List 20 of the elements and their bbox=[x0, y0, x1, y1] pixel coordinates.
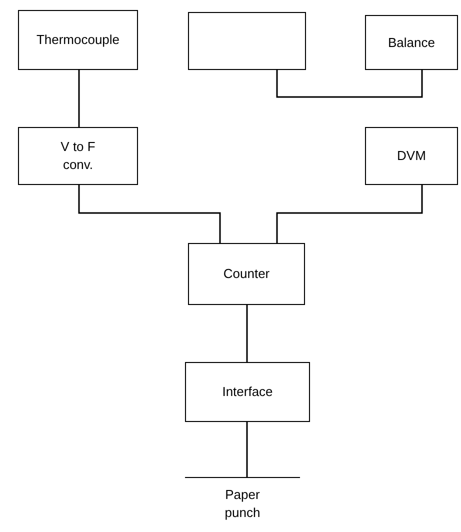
block-label: Counter bbox=[223, 265, 270, 283]
block-box bbox=[365, 15, 458, 70]
block-label: DVM bbox=[397, 147, 426, 165]
connector-line bbox=[276, 185, 423, 243]
connector-line bbox=[246, 305, 248, 362]
connector-line bbox=[246, 422, 248, 477]
block-label: V to F conv. bbox=[60, 138, 96, 174]
connector-line bbox=[78, 70, 80, 127]
block-box bbox=[18, 127, 138, 185]
block-label: Balance bbox=[388, 34, 435, 52]
empty-box bbox=[188, 12, 306, 70]
block-box bbox=[365, 127, 458, 185]
connector-line bbox=[78, 185, 221, 243]
block-box bbox=[188, 243, 305, 305]
block-label: Thermocouple bbox=[36, 31, 120, 49]
connector-line bbox=[276, 70, 423, 98]
block-label: Interface bbox=[222, 383, 273, 401]
block-label: Paper punch bbox=[224, 486, 262, 522]
block-box bbox=[185, 362, 310, 422]
block-box bbox=[18, 10, 138, 70]
